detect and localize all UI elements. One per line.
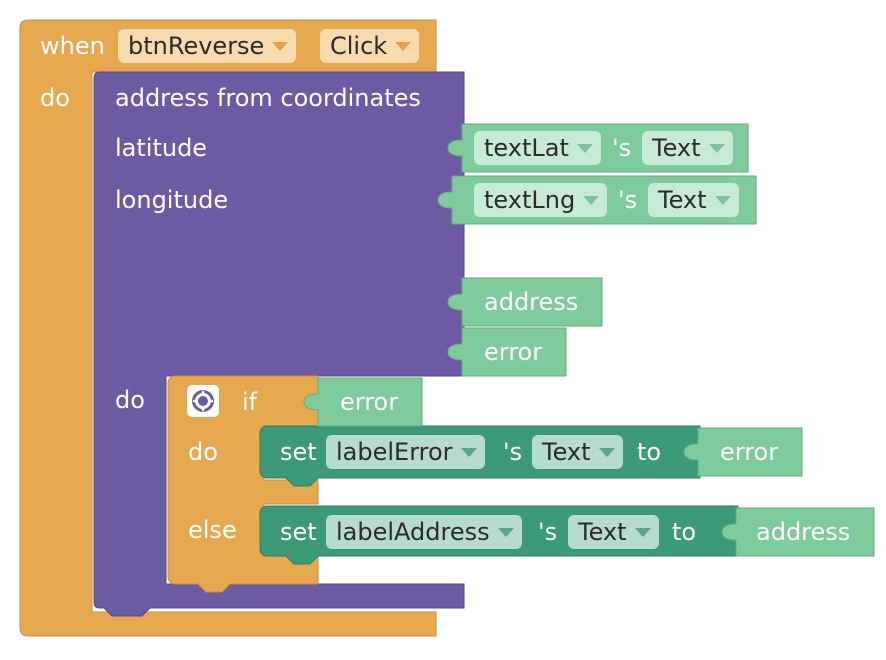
textlat-property-dropdown[interactable]: Text bbox=[642, 131, 733, 165]
value-address-label: address bbox=[756, 518, 851, 546]
chevron-down-icon bbox=[634, 527, 651, 537]
textlng-property: Text bbox=[658, 186, 707, 214]
chevron-down-icon bbox=[395, 41, 412, 51]
else-label: else bbox=[188, 516, 237, 544]
return-address-block[interactable] bbox=[447, 277, 603, 327]
set-address-keyword: set bbox=[280, 518, 317, 546]
component-name: btnReverse bbox=[128, 32, 265, 60]
value-error-label: error bbox=[720, 438, 779, 466]
component-dropdown[interactable]: btnReverse bbox=[118, 29, 297, 63]
set-error-possessive: 's bbox=[503, 438, 523, 466]
procedure-title: address from coordinates bbox=[115, 84, 421, 112]
event-do-label: do bbox=[40, 84, 70, 112]
textlng-name: textLng bbox=[484, 186, 576, 214]
set-address-possessive: 's bbox=[538, 518, 558, 546]
gear-glyph bbox=[192, 390, 214, 412]
return-error-block[interactable] bbox=[447, 327, 567, 377]
return-address-label: address bbox=[484, 288, 579, 316]
gear-icon[interactable] bbox=[187, 385, 219, 417]
chevron-down-icon bbox=[272, 41, 289, 51]
textlat-possessive: 's bbox=[612, 134, 632, 162]
event-dropdown[interactable]: Click bbox=[320, 29, 420, 63]
labeladdress-name: labelAddress bbox=[336, 518, 490, 546]
textlat-dropdown[interactable]: textLat bbox=[474, 131, 601, 165]
chevron-down-icon bbox=[714, 195, 731, 205]
labelerror-dropdown[interactable]: labelError bbox=[326, 435, 485, 469]
if-keyword: if bbox=[242, 388, 258, 416]
labelerror-property: Text bbox=[542, 438, 591, 466]
labeladdress-property: Text bbox=[578, 518, 627, 546]
procedure-do-label: do bbox=[115, 386, 145, 414]
chevron-down-icon bbox=[460, 447, 477, 457]
labeladdress-dropdown[interactable]: labelAddress bbox=[326, 515, 522, 549]
latitude-label: latitude bbox=[115, 134, 208, 162]
textlng-possessive: 's bbox=[618, 186, 638, 214]
textlng-dropdown[interactable]: textLng bbox=[474, 183, 608, 217]
labelerror-name: labelError bbox=[336, 438, 453, 466]
chevron-down-icon bbox=[583, 195, 600, 205]
chevron-down-icon bbox=[497, 527, 514, 537]
event-name: Click bbox=[330, 32, 388, 60]
if-else-block[interactable] bbox=[167, 375, 319, 593]
set-address-to: to bbox=[672, 518, 697, 546]
textlat-name: textLat bbox=[484, 134, 569, 162]
return-error-label: error bbox=[484, 338, 543, 366]
longitude-label: longitude bbox=[115, 186, 229, 214]
set-error-keyword: set bbox=[280, 438, 317, 466]
textlat-property: Text bbox=[652, 134, 701, 162]
chevron-down-icon bbox=[576, 143, 593, 153]
condition-error-label: error bbox=[340, 388, 399, 416]
if-do-label: do bbox=[188, 438, 218, 466]
set-error-to: to bbox=[637, 438, 662, 466]
labeladdress-property-dropdown[interactable]: Text bbox=[568, 515, 659, 549]
condition-error-block[interactable] bbox=[303, 377, 423, 427]
value-error-block[interactable] bbox=[683, 427, 803, 477]
when-keyword: when bbox=[40, 32, 105, 60]
chevron-down-icon bbox=[598, 447, 615, 457]
value-address-block[interactable] bbox=[721, 507, 875, 557]
chevron-down-icon bbox=[708, 143, 725, 153]
labelerror-property-dropdown[interactable]: Text bbox=[532, 435, 623, 469]
textlng-property-dropdown[interactable]: Text bbox=[648, 183, 739, 217]
